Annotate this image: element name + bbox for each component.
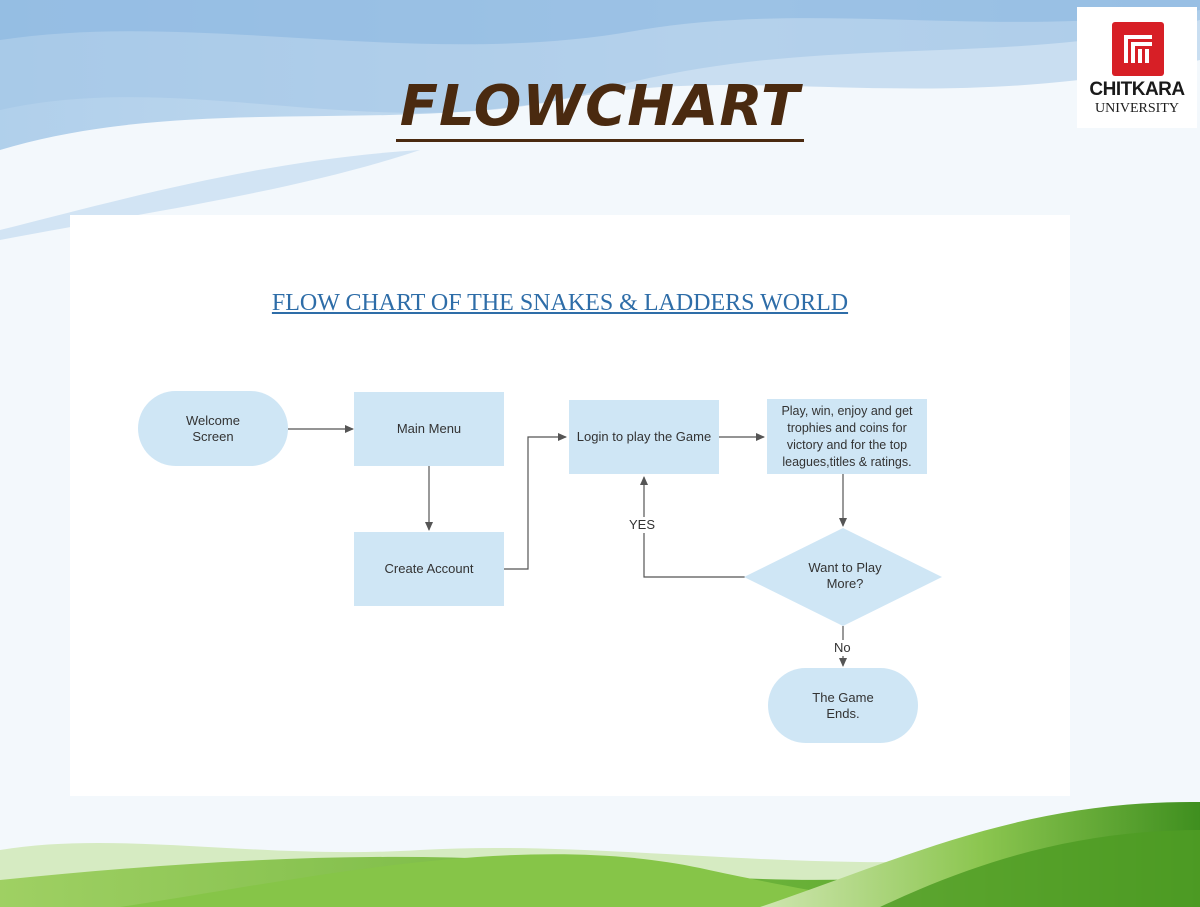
node-welcome-screen: Welcome Screen: [138, 391, 288, 466]
decision-diamond: [744, 528, 942, 626]
edge-decision-to-login: [640, 476, 745, 578]
flowchart-edges: [288, 425, 942, 667]
edge-label-no: No: [832, 640, 853, 656]
university-logo: CHITKARA UNIVERSITY: [1077, 7, 1197, 128]
logo-subtitle: UNIVERSITY: [1095, 101, 1179, 116]
logo-mark-icon: [1112, 22, 1164, 76]
node-play: Play, win, enjoy and get trophies and co…: [767, 399, 927, 474]
node-decision-label: Want to Play More?: [808, 560, 882, 591]
node-login: Login to play the Game: [569, 400, 719, 474]
node-create-account: Create Account: [354, 532, 504, 606]
edge-create-to-login: [503, 433, 567, 570]
node-main-menu: Main Menu: [354, 392, 504, 466]
logo-name: CHITKARA: [1089, 79, 1185, 100]
diagram-title: FLOW CHART OF THE SNAKES & LADDERS WORLD: [271, 290, 849, 316]
edge-label-yes: YES: [627, 517, 658, 533]
flowchart-panel: FLOW CHART OF THE SNAKES & LADDERS WORLD: [70, 215, 1070, 796]
slide-title-text: FLOWCHART: [395, 74, 805, 142]
slide-title: FLOWCHART: [0, 72, 1200, 142]
node-game-ends: The Game Ends.: [768, 668, 918, 743]
